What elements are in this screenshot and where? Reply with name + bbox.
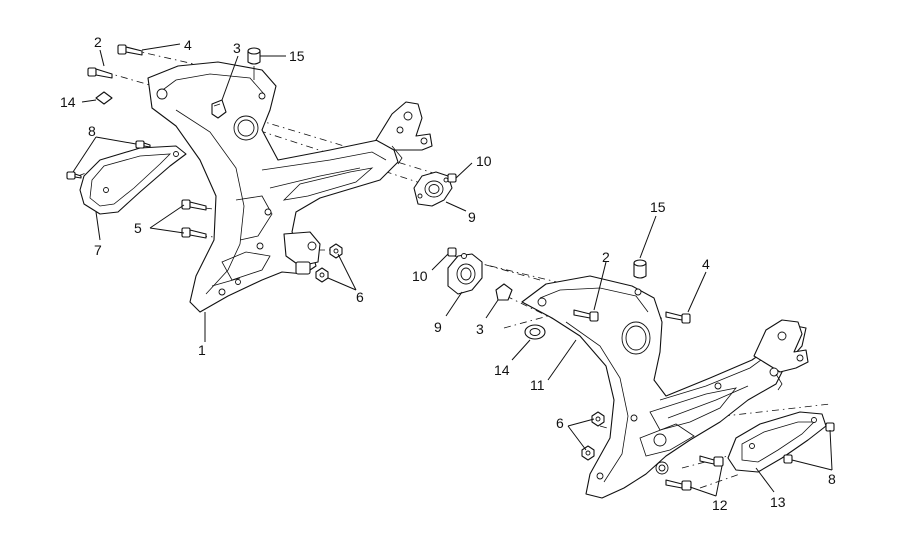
heel-guard-13-right bbox=[727, 411, 827, 473]
bolt-12-lower bbox=[665, 479, 692, 491]
leader-line bbox=[72, 136, 137, 173]
washer-14-left bbox=[95, 91, 113, 105]
callout-labels: 1 2 3 4 5 6 7 8 9 10 14 15 2 3 4 6 8 9 1… bbox=[60, 34, 836, 513]
screw-10-left bbox=[447, 173, 457, 183]
callout-15: 15 bbox=[289, 48, 305, 64]
leader-line bbox=[81, 99, 97, 103]
leader-line bbox=[593, 261, 607, 311]
leader-line bbox=[755, 467, 775, 493]
alignment-line bbox=[453, 255, 541, 281]
clip-3-right bbox=[495, 283, 513, 301]
leader-line bbox=[687, 271, 707, 313]
callout-1: 1 bbox=[198, 342, 206, 358]
spacer-15-left bbox=[247, 47, 261, 80]
alignment-line bbox=[164, 99, 443, 191]
callout-6: 6 bbox=[556, 415, 564, 431]
callout-3: 3 bbox=[233, 40, 241, 56]
leader-line bbox=[95, 211, 101, 241]
leader-line bbox=[327, 253, 357, 291]
callout-7: 7 bbox=[94, 242, 102, 258]
leader-line bbox=[567, 418, 595, 451]
callout-2: 2 bbox=[602, 249, 610, 265]
callout-4: 4 bbox=[184, 37, 192, 53]
callout-3: 3 bbox=[476, 321, 484, 337]
bolt-5-lower bbox=[181, 227, 207, 239]
nut-6-left-upper bbox=[329, 243, 343, 259]
spacer-15-right bbox=[633, 259, 647, 279]
callout-10: 10 bbox=[412, 268, 428, 284]
leader-line bbox=[791, 429, 833, 471]
bolt-2-left bbox=[87, 67, 113, 79]
footpeg-bracket-left bbox=[147, 61, 433, 313]
leader-line bbox=[485, 299, 499, 319]
footpeg-bracket-right bbox=[521, 275, 809, 499]
callout-14: 14 bbox=[60, 94, 76, 110]
screw-8-left-lower bbox=[66, 171, 82, 180]
bolt-4-right bbox=[665, 311, 691, 324]
callout-8: 8 bbox=[88, 123, 96, 139]
leader-line bbox=[141, 43, 181, 51]
screw-8-right-upper bbox=[825, 422, 835, 432]
leader-line bbox=[431, 253, 449, 271]
callout-11: 11 bbox=[530, 377, 545, 393]
alignment-line bbox=[699, 473, 741, 489]
nut-6-right-upper bbox=[591, 411, 605, 427]
callout-15: 15 bbox=[650, 199, 666, 215]
clip-3-left bbox=[211, 99, 227, 119]
bushing-9-right bbox=[447, 253, 483, 295]
bolt-4-left bbox=[117, 44, 143, 56]
leader-line bbox=[445, 291, 463, 317]
callout-5: 5 bbox=[134, 220, 142, 236]
nut-6-left-lower bbox=[315, 267, 329, 283]
leader-line bbox=[99, 49, 105, 67]
callout-14: 14 bbox=[494, 362, 510, 378]
callout-8: 8 bbox=[828, 471, 836, 487]
leader-line bbox=[149, 204, 185, 234]
leader-line bbox=[547, 339, 577, 381]
heel-guard-7-left bbox=[79, 145, 187, 215]
nut-6-right-lower bbox=[581, 445, 595, 461]
left-footpeg-bracket-assembly bbox=[66, 43, 473, 342]
bolt-12-upper bbox=[699, 455, 724, 467]
callout-4: 4 bbox=[702, 256, 710, 272]
callout-10: 10 bbox=[476, 153, 492, 169]
screw-10-right bbox=[447, 247, 457, 257]
leader-line bbox=[689, 465, 723, 497]
callout-9: 9 bbox=[434, 319, 442, 335]
alignment-line bbox=[503, 315, 549, 329]
right-footpeg-bracket-assembly bbox=[431, 215, 835, 499]
bushing-9-left bbox=[413, 171, 453, 207]
bolt-5-upper bbox=[181, 199, 207, 211]
leader-line bbox=[511, 339, 531, 361]
callout-9: 9 bbox=[468, 209, 476, 225]
leader-line bbox=[639, 215, 657, 259]
alignment-line bbox=[104, 71, 161, 89]
washer-14-right bbox=[524, 324, 546, 340]
callout-13: 13 bbox=[770, 494, 786, 510]
bolt-2-right bbox=[573, 309, 599, 322]
callout-12: 12 bbox=[712, 497, 728, 513]
screw-8-left-upper bbox=[135, 140, 151, 149]
screw-8-right-lower bbox=[783, 454, 793, 464]
leader-line bbox=[221, 55, 239, 101]
leader-line bbox=[455, 162, 473, 179]
leader-line bbox=[445, 201, 467, 212]
callout-6: 6 bbox=[356, 289, 364, 305]
callout-2: 2 bbox=[94, 34, 102, 50]
